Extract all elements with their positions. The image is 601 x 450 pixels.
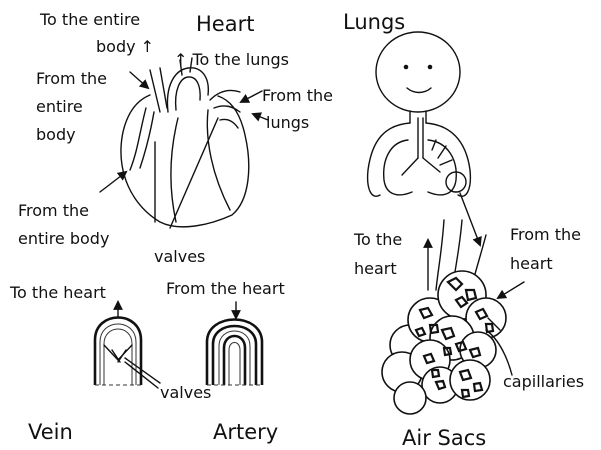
label-to-entire-body-line2: body ↑ bbox=[96, 37, 154, 56]
label-capillaries: capillaries bbox=[503, 372, 584, 391]
lungs-title: Lungs bbox=[343, 10, 405, 34]
label-air-to-heart-line2: heart bbox=[354, 259, 397, 278]
label-from-lungs-line2: lungs bbox=[266, 113, 309, 132]
vein-drawing bbox=[95, 302, 160, 388]
label-from-entire-body-top-line1: From the bbox=[36, 69, 107, 88]
label-from-entire-body-top-line2: entire bbox=[36, 97, 83, 116]
label-to-lungs: ↑ To the lungs bbox=[174, 50, 289, 69]
label-from-entire-body-top-line3: body bbox=[36, 125, 76, 144]
label-artery-from-heart: From the heart bbox=[166, 279, 285, 298]
air-sacs-title: Air Sacs bbox=[402, 426, 486, 450]
label-to-entire-body-line1: To the entire bbox=[40, 10, 140, 29]
label-heart-valves: valves bbox=[154, 247, 205, 266]
label-from-entire-body-bottom-line1: From the bbox=[18, 201, 89, 220]
label-air-to-heart-line1: To the bbox=[354, 230, 402, 249]
label-from-entire-body-bottom-line2: entire body bbox=[18, 229, 109, 248]
label-air-from-heart-line1: From the bbox=[510, 225, 581, 244]
artery-title: Artery bbox=[213, 420, 278, 444]
label-air-from-heart-line2: heart bbox=[510, 254, 553, 273]
label-vein-to-heart: To the heart bbox=[10, 283, 106, 302]
vein-title: Vein bbox=[28, 420, 73, 444]
label-vessel-valves: valves bbox=[160, 383, 211, 402]
artery-drawing bbox=[207, 302, 262, 385]
heart-drawing bbox=[100, 58, 268, 228]
heart-title: Heart bbox=[196, 12, 254, 36]
lungs-drawing bbox=[368, 32, 480, 245]
label-from-lungs-line1: From the bbox=[262, 86, 333, 105]
